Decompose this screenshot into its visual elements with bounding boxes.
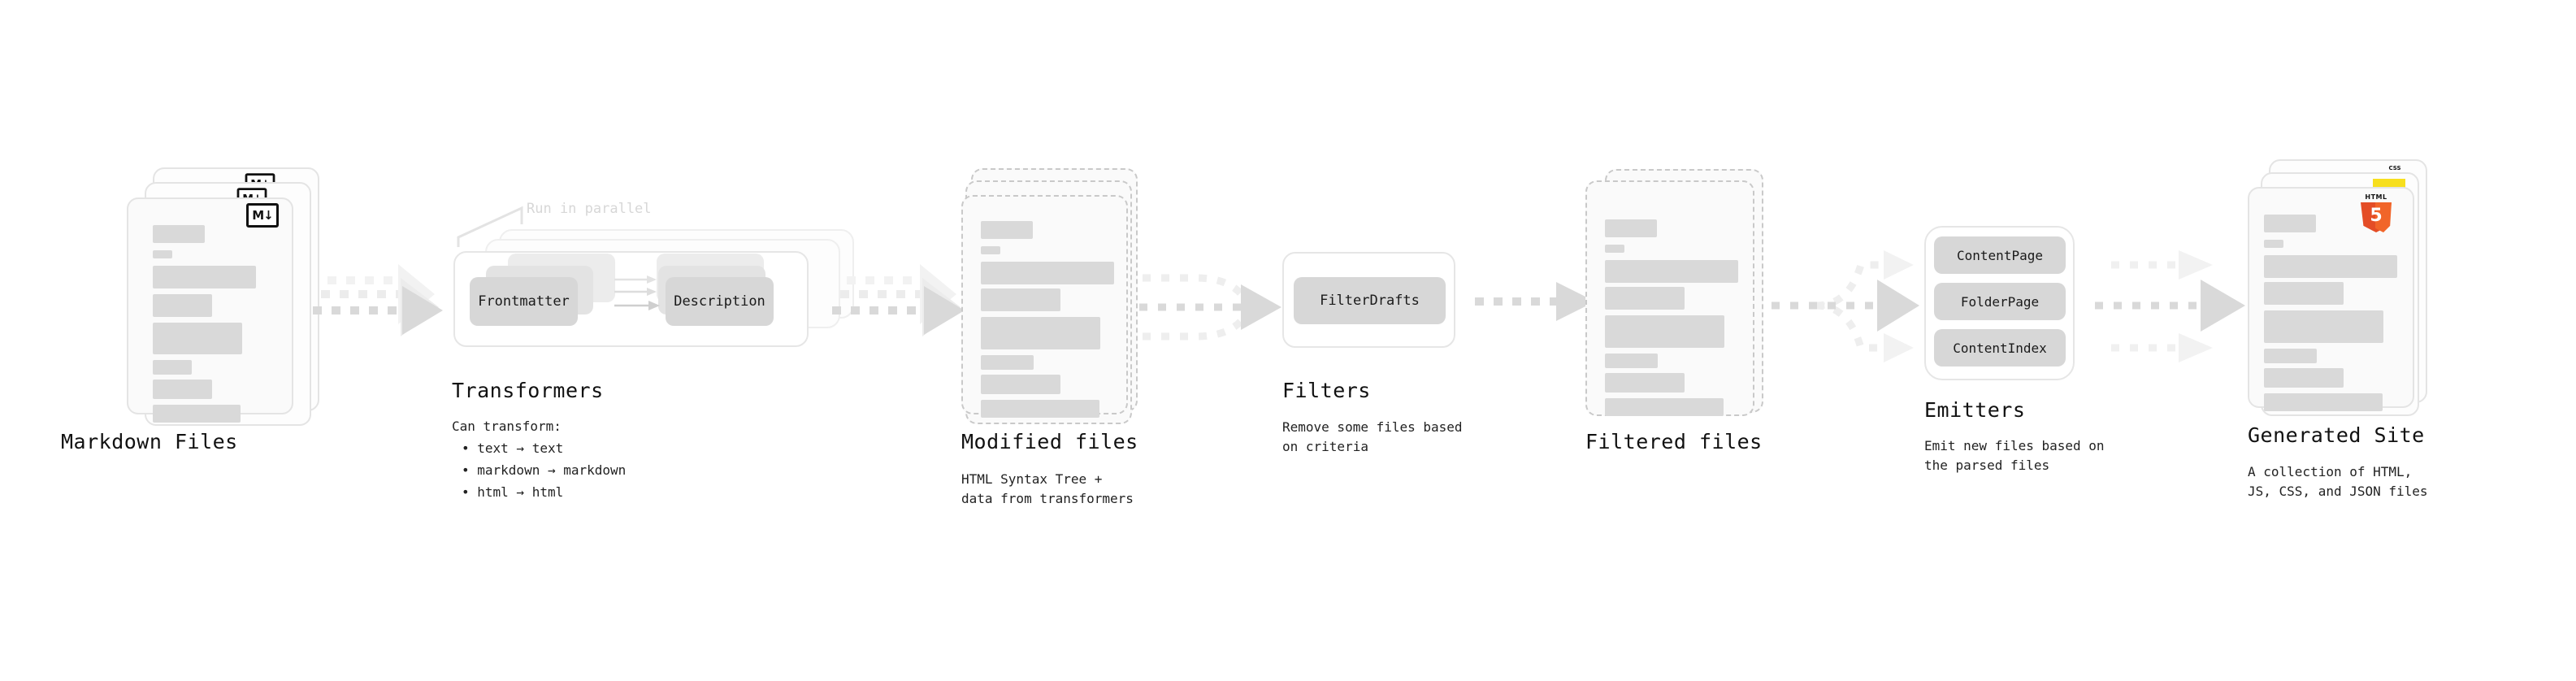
run-in-parallel-note: Run in parallel (527, 201, 652, 217)
generated-site-caption-0: A collection of HTML, (2248, 464, 2413, 479)
doc-bar (2264, 282, 2344, 305)
arrow-transformers-to-modified (829, 260, 971, 349)
doc-bar (1605, 245, 1624, 253)
doc-bar (153, 360, 192, 375)
transformer-chip-label: Description (674, 293, 765, 310)
arrow-markdown-to-transformers (313, 260, 447, 349)
html5-icon-label: HTML (2365, 193, 2387, 201)
run-in-parallel-bracket (457, 206, 523, 247)
doc-bar (981, 355, 1034, 370)
emitters-caption-1: the parsed files (1924, 458, 2050, 473)
doc-bar (981, 375, 1060, 394)
doc-bar (2264, 255, 2397, 278)
modified-files-title: Modified files (961, 430, 1138, 453)
generated-site-title: Generated Site (2248, 423, 2425, 447)
filter-chip-filterdrafts[interactable]: FilterDrafts (1294, 277, 1446, 324)
markdown-file-card-front (127, 197, 293, 423)
transformers-caption-heading: Can transform: (452, 419, 562, 434)
filters-title: Filters (1282, 379, 1371, 402)
doc-bar (2264, 349, 2317, 363)
transformer-chip-label: Frontmatter (478, 293, 570, 310)
transformer-chip-frontmatter[interactable]: Frontmatter (470, 277, 578, 326)
doc-bar (981, 400, 1099, 418)
arrow-modified-to-filters (1139, 262, 1281, 351)
doc-bar (981, 262, 1114, 284)
doc-bar (1605, 287, 1685, 310)
arrow-emitters-to-site (2095, 234, 2249, 376)
markdown-icon: M↓ (246, 203, 279, 228)
emitters-caption-0: Emit new files based on (1924, 438, 2105, 453)
doc-bar (2264, 240, 2283, 248)
doc-bar (153, 294, 212, 317)
html5-icon-shield-inner (2375, 202, 2392, 232)
transformers-caption-item-0: • text → text (462, 440, 564, 456)
doc-bar (1605, 219, 1657, 237)
html5-icon: HTML 5 (2359, 193, 2393, 232)
doc-bar (153, 380, 212, 399)
emitter-chip-contentpage[interactable]: ContentPage (1934, 236, 2066, 274)
doc-bar (1605, 260, 1738, 283)
emitter-chip-folderpage[interactable]: FolderPage (1934, 283, 2066, 320)
transformers-caption-item-2: • html → html (462, 484, 564, 500)
emitter-chip-label: ContentIndex (1953, 340, 2047, 356)
html5-icon-five: 5 (2370, 206, 2383, 226)
css-icon-label: CSS (2388, 165, 2401, 171)
generated-site-caption-1: JS, CSS, and JSON files (2248, 484, 2428, 499)
doc-bar (981, 317, 1100, 349)
doc-bar (1605, 354, 1658, 368)
doc-bar (981, 288, 1060, 311)
doc-bar (2264, 215, 2316, 232)
doc-bar (153, 323, 242, 354)
doc-bar (1605, 398, 1724, 416)
modified-files-caption-1: data from transformers (961, 491, 1134, 506)
emitter-chip-contentindex[interactable]: ContentIndex (1934, 329, 2066, 367)
arrow-filtered-to-emitters (1772, 234, 1919, 376)
markdown-files-title: Markdown Files (61, 430, 238, 453)
transformers-caption-item-1: • markdown → markdown (462, 462, 627, 478)
doc-bar (153, 250, 172, 258)
filtered-file-card-front (1585, 180, 1754, 416)
transformer-inner-arrows (614, 275, 660, 310)
emitter-chip-label: ContentPage (1957, 247, 2043, 263)
doc-bar (2264, 368, 2344, 388)
filtered-files-title: Filtered files (1585, 430, 1763, 453)
filter-chip-label: FilterDrafts (1320, 293, 1420, 309)
emitters-title: Emitters (1924, 398, 2026, 422)
doc-bar (153, 266, 256, 288)
doc-bar (2264, 310, 2383, 343)
modified-files-caption-0: HTML Syntax Tree + (961, 471, 1103, 487)
emitter-chip-label: FolderPage (1960, 293, 2040, 310)
doc-bar (1605, 373, 1685, 393)
doc-bar (1605, 315, 1724, 348)
doc-bar (981, 221, 1033, 239)
transformer-chip-description[interactable]: Description (666, 277, 774, 326)
doc-bar (153, 405, 241, 423)
arrow-filters-to-filtered (1475, 280, 1597, 329)
modified-file-card-front (961, 195, 1128, 418)
filters-caption-1: on criteria (1282, 439, 1368, 454)
transformers-title: Transformers (452, 379, 604, 402)
filters-caption-0: Remove some files based (1282, 419, 1463, 435)
doc-bar (153, 225, 205, 243)
doc-bar (2264, 393, 2383, 411)
doc-bar (981, 246, 1000, 254)
